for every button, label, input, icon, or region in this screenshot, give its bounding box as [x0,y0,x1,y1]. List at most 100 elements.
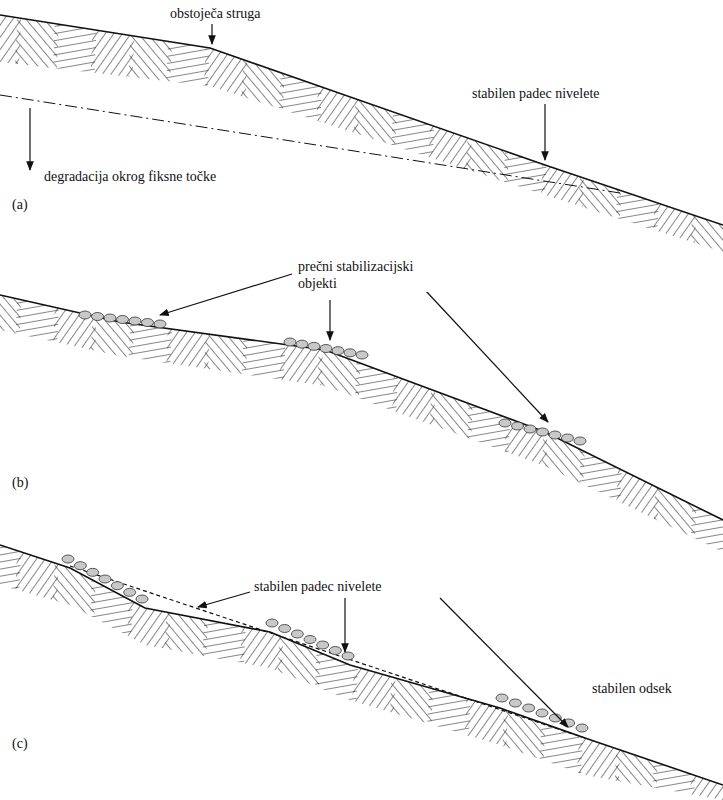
callout-label: obstoječa struga [168,5,263,22]
soil-hatching [158,280,212,560]
stone [536,709,548,717]
stone [79,311,91,319]
stone [524,425,536,433]
channel-bed [0,545,723,785]
soil-hatching [576,0,630,260]
stone [537,428,549,436]
stone [291,630,303,638]
soil-hatching [82,530,136,800]
leader-arrow [544,104,545,160]
soil-hatching [652,530,706,800]
panel-letter: (b) [10,474,30,491]
stone [332,347,344,355]
stone [512,422,524,430]
soil-hatching [310,530,364,800]
stone [74,562,86,570]
stone [129,317,141,325]
soil-hatching [44,530,98,800]
callout-label: degradacija okrog fiksne točke [42,168,218,185]
soil-hatching [690,0,723,260]
stone [154,320,166,328]
stone [499,419,511,427]
soil-hatching [120,280,174,560]
leader-arrow [440,598,568,727]
soil-hatching [462,0,516,260]
stone [104,314,116,322]
soil-hatching [44,280,98,560]
stone [124,588,136,596]
soil-hatching [82,0,136,260]
stone [342,652,354,660]
stone [329,647,341,655]
soil-hatching [6,0,60,260]
panel-letter: (c) [10,735,30,752]
soil-hatching [82,280,136,560]
soil-hatching [538,0,592,260]
callout-label: stabilen padec nivelete [252,578,384,595]
channel-bed [0,295,723,520]
leader-arrow [160,274,292,315]
leader-arrow [425,290,548,422]
leader-arrow [211,24,212,44]
soil-hatching [196,280,250,560]
stone [117,316,129,324]
soil-hatching [424,0,478,260]
stone [304,636,316,644]
soil-hatching [272,280,326,560]
stone [562,434,574,442]
stone [574,437,586,445]
soil-hatching [120,530,174,800]
leader-arrow [329,300,330,340]
callout-label: stabilen odsek [590,680,674,697]
soil-hatching [158,530,212,800]
degradation-line [0,95,620,193]
soil-hatching [348,530,402,800]
stone [111,582,123,590]
stone [266,619,278,627]
panel-letter: (a) [10,196,30,213]
soil-hatching [234,0,288,260]
stone [549,431,561,439]
stone [296,340,308,348]
stone [92,313,104,321]
soil-hatching [120,0,174,260]
stone [576,724,588,732]
soil-hatching [0,280,723,560]
soil-hatching [234,280,288,560]
stone [356,351,368,359]
check-structures [62,311,588,732]
stone [308,342,320,350]
stone [284,338,296,346]
stone [509,699,521,707]
stone [99,575,111,583]
stone [87,568,99,576]
stone [136,595,148,603]
stone [496,694,508,702]
soil-hatching [348,280,402,560]
soil-hatching [0,0,723,260]
soil-hatching [310,280,364,560]
stone [344,349,356,357]
soil-hatching [462,530,516,800]
soil-hatching [424,530,478,800]
stone [320,345,332,353]
stable-grade-line [70,566,585,738]
stone [62,555,74,563]
soil-hatching [196,530,250,800]
soil-hatching [386,530,440,800]
soil-hatching [6,530,60,800]
leader-arrow [29,108,30,170]
soil-hatching [44,0,98,260]
soil-hatching [462,280,516,560]
soil-hatching [158,0,212,260]
soil-hatching [0,530,723,800]
leader-arrow [198,592,250,607]
stone [142,319,154,327]
callout-label: prečni stabilizacijski objekti [296,258,440,292]
stone [523,704,535,712]
soil-hatching [614,530,668,800]
stone [279,625,291,633]
soil-hatching [6,280,60,560]
stone [317,641,329,649]
